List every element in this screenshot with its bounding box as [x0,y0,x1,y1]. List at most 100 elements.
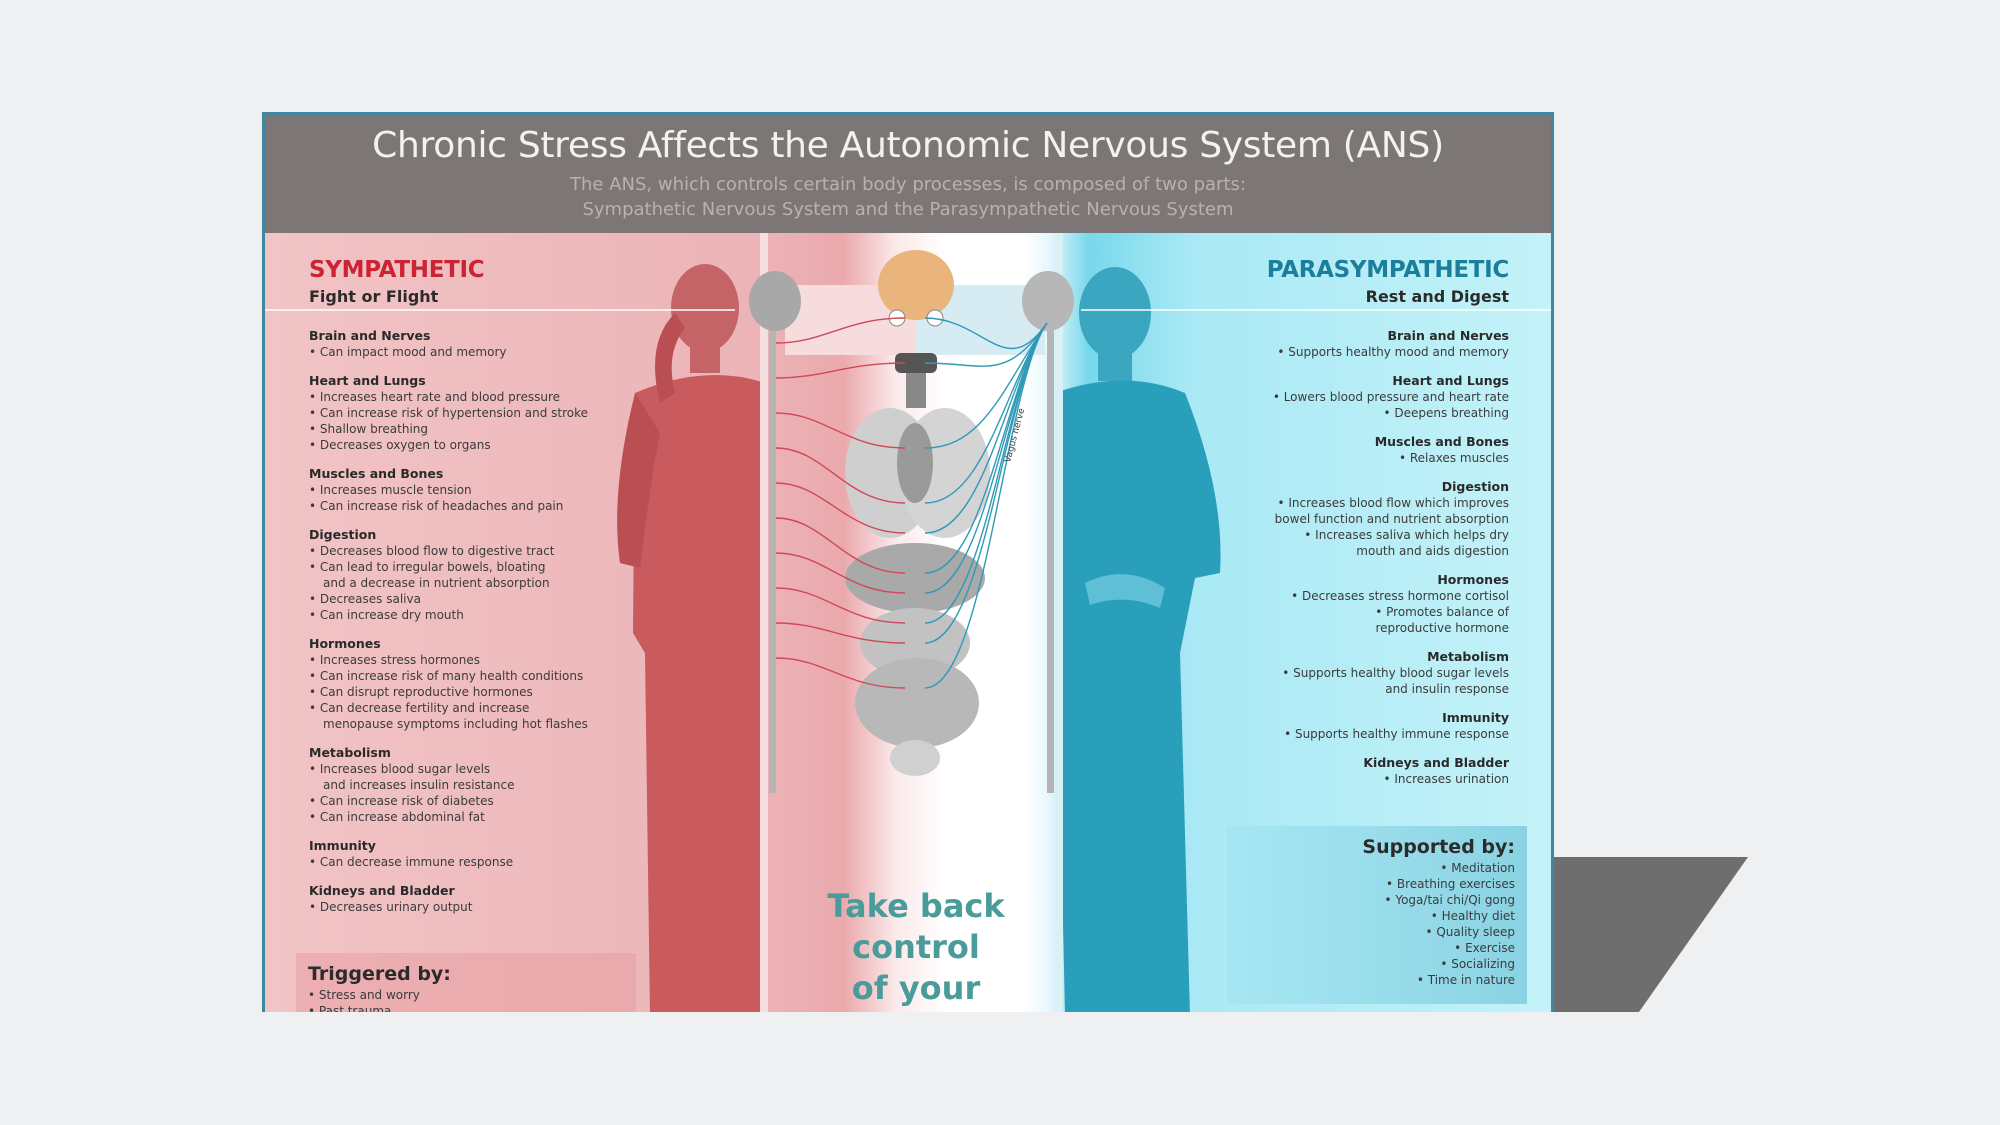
effect-group: Immunity • Supports healthy immune respon… [1209,710,1509,742]
divider [265,309,735,311]
cta-line: control [852,928,980,966]
sympathetic-nerve [775,412,906,449]
sympathetic-subtitle: Fight or Flight [309,287,439,306]
parasympathetic-nerve [924,322,1048,367]
effect-bullet: • Decreases blood flow to digestive trac… [309,544,555,558]
effect-bullet: • Supports healthy blood sugar levels an… [1282,666,1509,696]
sympathetic-nerve [775,552,906,594]
content-area: Vagus nerve SYMPATHETIC Fight or Flight … [265,233,1551,1012]
sympathetic-nerve [775,362,906,379]
vagus-nerve-label: Vagus nerve [1003,407,1027,464]
effect-bullet: • Can increase risk of hypertension and … [309,406,589,420]
triggered-by-box: Triggered by: • Stress and worry • Past t… [296,953,636,1012]
supported-by-title: Supported by: [1362,836,1515,858]
subtitle-line: Sympathetic Nervous System and the Paras… [582,199,1234,220]
cta-line: Take back [827,887,1005,925]
effect-group-heading: Kidneys and Bladder [1363,755,1509,770]
sympathetic-nerve [775,517,906,574]
triggered-by-list: • Stress and worry • Past trauma [308,987,624,1012]
divider [1081,309,1551,311]
effect-bullet: • Increases saliva which helps dry mouth… [1304,528,1509,558]
effect-bullet: • Supports healthy immune response [1284,727,1509,741]
effect-bullet: • Shallow breathing [309,422,428,436]
supported-by-box: Supported by: • Meditation• Breathing ex… [1227,826,1527,1004]
list-item: • Yoga/tai chi/Qi gong [1384,893,1515,907]
effect-group: Heart and Lungs• Increases heart rate an… [309,373,629,453]
effect-group-heading: Muscles and Bones [1374,434,1509,449]
sympathetic-column: SYMPATHETIC Fight or Flight Brain and Ne… [309,233,629,928]
list-item: • Socializing [1440,957,1515,971]
parasympathetic-effects: Brain and Nerves• Supports healthy mood … [1209,328,1509,787]
effect-group-heading: Brain and Nerves [309,328,431,343]
supported-by-list: • Meditation• Breathing exercises• Yoga/… [1239,860,1515,988]
call-to-action: Take back control of your [816,886,1016,1009]
illustration: Vagus nerve [617,233,1221,1012]
list-item: • Quality sleep [1425,925,1515,939]
effect-bullet: • Decreases stress hormone cortisol [1291,589,1509,603]
effect-group-heading: Hormones [1437,572,1509,587]
parasympathetic-nerve [924,322,1048,689]
effect-bullet: • Can increase abdominal fat [309,810,485,824]
effect-bullet: • Increases urination [1383,772,1509,786]
effect-group-heading: Muscles and Bones [309,466,444,481]
effect-group: Brain and Nerves• Supports healthy mood … [1209,328,1509,360]
list-item: • Time in nature [1416,973,1515,987]
effect-bullet: • Can disrupt reproductive hormones [309,685,533,699]
subtitle: The ANS, which controls certain body pro… [265,172,1551,222]
sympathetic-nerve [775,317,906,344]
sympathetic-title: SYMPATHETIC [309,257,485,283]
effect-group-heading: Immunity [1442,710,1509,725]
effect-group-heading: Brain and Nerves [1387,328,1509,343]
effect-group: Hormones• Increases stress hormones• Can… [309,636,629,732]
effect-bullet: • Can increase risk of diabetes [309,794,494,808]
header: Chronic Stress Affects the Autonomic Ner… [265,115,1551,233]
list-item: • Breathing exercises [1386,877,1515,891]
cta-line: of your [851,969,981,1007]
effect-group-heading: Metabolism [309,745,391,760]
sympathetic-nerve [775,622,906,644]
list-item: • Exercise [1454,941,1515,955]
brain-icon [878,250,954,320]
effect-bullet: • Increases blood sugar levels and incre… [309,762,515,792]
effect-group-heading: Digestion [309,527,377,542]
brain-right-icon [1022,271,1074,331]
effect-bullet: • Decreases urinary output [309,900,473,914]
sympathetic-nerve [775,482,906,534]
effect-bullet: • Can increase dry mouth [309,608,464,622]
effect-bullet: • Can decrease immune response [309,855,514,869]
effect-bullet: • Increases muscle tension [309,483,472,497]
effect-bullet: • Can impact mood and memory [309,345,507,359]
spine-left [769,293,776,793]
parasympathetic-subtitle: Rest and Digest [1365,287,1509,306]
effect-group: Heart and Lungs • Lowers blood pressure a… [1209,373,1509,421]
effect-group: Brain and Nerves • Can impact mood and me… [309,328,629,360]
sympathetic-effects: Brain and Nerves • Can impact mood and me… [309,328,629,915]
brain-left-icon [749,271,801,331]
subtitle-line: The ANS, which controls certain body pro… [570,174,1246,195]
stressed-person-figure [617,233,768,1012]
effect-bullet: • Deepens breathing [1383,406,1509,420]
list-item: • Healthy diet [1430,909,1515,923]
effect-group-heading: Heart and Lungs [1392,373,1509,388]
list-item: • Past trauma [308,1004,392,1012]
sympathetic-nerve [775,657,906,689]
effect-bullet: • Decreases saliva [309,592,421,606]
triggered-by-title: Triggered by: [308,963,451,985]
effect-bullet: • Relaxes muscles [1398,451,1509,465]
effect-group: Immunity• Can decrease immune response [309,838,629,870]
effect-group: Kidneys and Bladder • Increases urination [1209,755,1509,787]
sympathetic-nerve [775,587,906,624]
effect-bullet: • Can decrease fertility and increase me… [309,701,588,731]
spine-right [1047,293,1054,793]
list-item: • Stress and worry [308,988,420,1002]
effect-group: Kidneys and Bladder • Decreases urinary o… [309,883,629,915]
effect-group: Metabolism • Increases blood sugar levels… [309,745,629,825]
effect-group-heading: Kidneys and Bladder [309,883,455,898]
effect-group: Muscles and Bones • Increases muscle tens… [309,466,629,514]
effect-bullet: • Lowers blood pressure and heart rate [1272,390,1509,404]
effect-group-heading: Digestion [1441,479,1509,494]
parasympathetic-column: PARASYMPATHETIC Rest and Digest Brain an… [1209,233,1510,800]
effect-bullet: • Can lead to irregular bowels, bloating… [309,560,550,590]
effect-group: Muscles and Bones • Relaxes muscles [1209,434,1509,466]
